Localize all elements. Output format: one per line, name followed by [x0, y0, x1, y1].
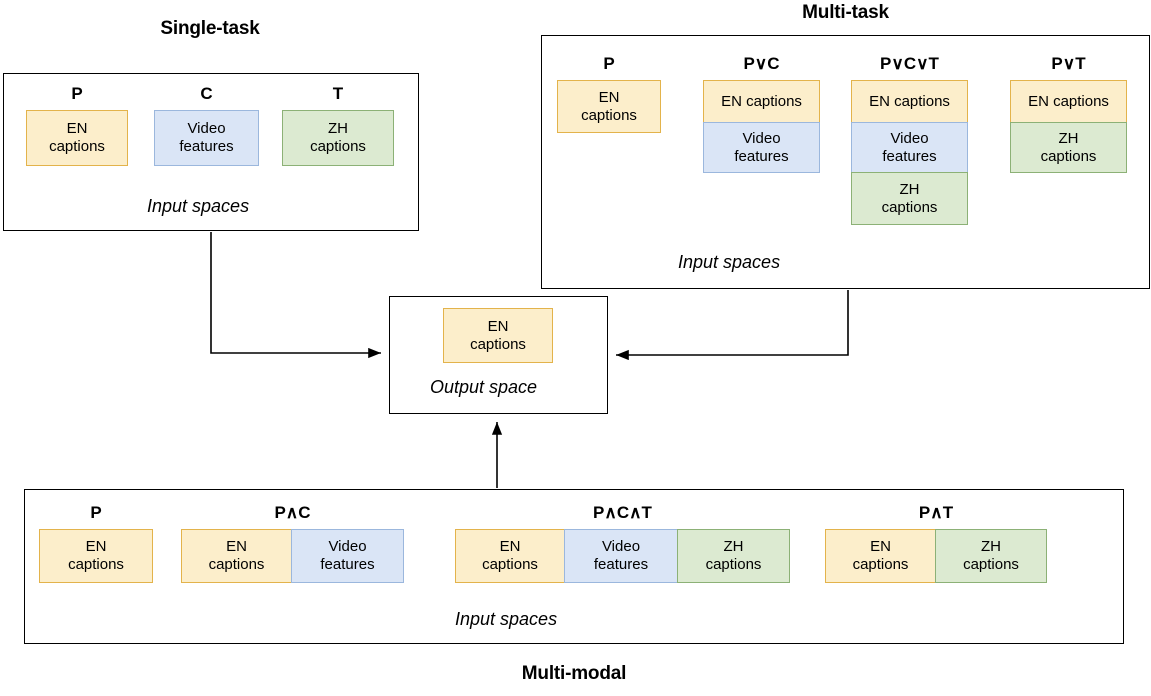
group-label: P — [90, 503, 102, 522]
chip-zh-captions: ZH captions — [851, 172, 968, 225]
chip-en-captions: EN captions — [26, 110, 128, 166]
group-label: P∨C — [743, 54, 780, 73]
multi-task-title: Multi-task — [802, 2, 889, 23]
multi-modal-input-spaces-caption: Input spaces — [455, 609, 558, 629]
chip-en-captions: EN captions — [703, 80, 820, 123]
output-group: EN captions — [443, 308, 553, 363]
group-label: P∨T — [1051, 54, 1086, 73]
chip-zh-captions: ZH captions — [935, 529, 1047, 583]
group-label: P∧C — [274, 503, 311, 522]
single-task-input-spaces-caption: Input spaces — [147, 196, 250, 216]
multi-task-group-pc: P∨C EN captions Video features — [703, 55, 820, 173]
chip-video-features: Video features — [154, 110, 259, 166]
multi-task-group-pt: P∨T EN captions ZH captions — [1010, 55, 1127, 173]
chip-stack: EN captions — [26, 110, 128, 166]
chip-en-captions: EN captions — [455, 529, 565, 583]
group-label: P∧C∧T — [593, 503, 652, 522]
chip-video-features: Video features — [703, 122, 820, 173]
chip-en-captions: EN captions — [39, 529, 153, 583]
multi-task-group-pct: P∨C∨T EN captions Video features ZH capt… — [851, 55, 968, 225]
arrow-multi-task-to-output — [616, 290, 849, 361]
group-label: P — [71, 84, 83, 103]
chip-video-features: Video features — [564, 529, 678, 583]
chip-stack: Video features — [154, 110, 259, 166]
arrow-single-task-to-output — [210, 232, 381, 359]
single-task-group-p: P EN captions — [26, 85, 128, 166]
chip-video-features: Video features — [291, 529, 404, 583]
multi-modal-group-p: P EN captions — [39, 504, 153, 583]
chip-en-captions: EN captions — [1010, 80, 1127, 123]
group-label: P — [603, 54, 615, 73]
chip-en-captions: EN captions — [181, 529, 292, 583]
chip-row: EN captions — [39, 529, 153, 583]
chip-row: EN captions Video features — [181, 529, 404, 583]
chip-zh-captions: ZH captions — [677, 529, 790, 583]
group-label: T — [332, 84, 344, 103]
single-task-group-t: T ZH captions — [282, 85, 394, 166]
chip-stack: EN captions Video features ZH captions — [851, 80, 968, 225]
multi-modal-group-pt: P∧T EN captions ZH captions — [825, 504, 1047, 583]
chip-stack: ZH captions — [282, 110, 394, 166]
chip-video-features: Video features — [851, 122, 968, 173]
single-task-group-c: C Video features — [154, 85, 259, 166]
group-label: C — [200, 84, 213, 103]
chip-zh-captions: ZH captions — [1010, 122, 1127, 173]
single-task-title: Single-task — [160, 18, 260, 39]
group-label: P∧T — [918, 503, 954, 522]
chip-zh-captions: ZH captions — [282, 110, 394, 166]
chip-row: EN captions Video features ZH captions — [455, 529, 790, 583]
chip-stack: EN captions — [443, 308, 553, 363]
chip-stack: EN captions Video features — [703, 80, 820, 173]
chip-en-captions: EN captions — [825, 529, 936, 583]
chip-en-captions: EN captions — [851, 80, 968, 123]
chip-stack: EN captions — [557, 80, 661, 133]
multi-task-group-p: P EN captions — [557, 55, 661, 133]
multi-task-input-spaces-caption: Input spaces — [678, 252, 781, 272]
multi-modal-title: Multi-modal — [521, 663, 627, 684]
multi-modal-group-pc: P∧C EN captions Video features — [181, 504, 404, 583]
group-label: P∨C∨T — [880, 54, 939, 73]
chip-en-captions: EN captions — [443, 308, 553, 363]
multi-modal-group-pct: P∧C∧T EN captions Video features ZH capt… — [455, 504, 790, 583]
output-space-caption: Output space — [430, 377, 538, 397]
chip-en-captions: EN captions — [557, 80, 661, 133]
chip-stack: EN captions ZH captions — [1010, 80, 1127, 173]
chip-row: EN captions ZH captions — [825, 529, 1047, 583]
